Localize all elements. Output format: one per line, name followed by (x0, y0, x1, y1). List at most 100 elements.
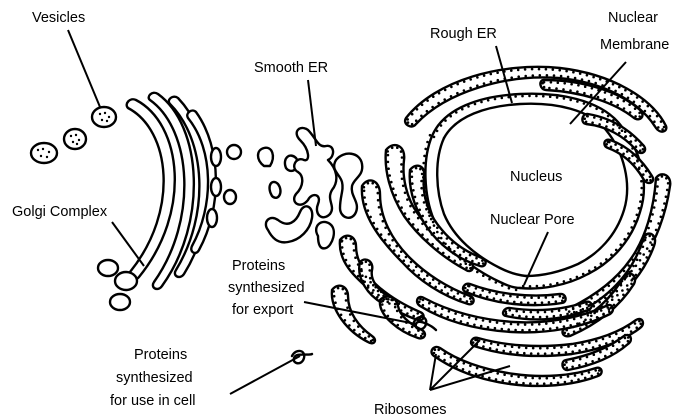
ribosome-dot (594, 266, 597, 269)
ribosome-dot (476, 76, 479, 79)
ribosome-dot (489, 320, 492, 323)
ribosome-dot (487, 99, 490, 102)
ribosome-dot (398, 303, 401, 306)
ribosome-dot (407, 265, 410, 268)
ribosome-dot (606, 303, 609, 306)
ribosome-dot (528, 329, 531, 332)
ribosome-dot (605, 143, 608, 146)
ribosome-dot (453, 260, 456, 263)
ribosome-dot (636, 253, 639, 256)
ribosome-dot (367, 182, 370, 185)
ribosome-dot (353, 320, 356, 323)
ribosome-dot (469, 267, 472, 270)
ribosome-dot (610, 101, 613, 104)
ribosome-dot (633, 162, 636, 165)
ribosome-dot (412, 315, 415, 318)
ribosome-dot (545, 322, 548, 325)
ribosome-dot (441, 232, 444, 235)
ribosome-dot (608, 335, 611, 338)
ribosome-dot (447, 316, 450, 319)
ribosome-dot (585, 303, 588, 306)
ribosome-dot (582, 273, 585, 276)
ribosome-dot (608, 87, 611, 90)
ribosome-dot (638, 112, 641, 115)
ribosome-dot (422, 183, 425, 186)
ribosome-dot (610, 289, 613, 292)
ribosome-dot (466, 300, 469, 303)
ribosome-dot (610, 292, 613, 295)
ribosome-dot (661, 128, 664, 131)
ribosome-dot (511, 314, 514, 317)
ribosome-dot (581, 343, 584, 346)
ribosome-dot (432, 95, 435, 98)
ribosome-dot (620, 284, 623, 287)
ribosome-dot (518, 346, 521, 349)
ribosome-dot (342, 288, 345, 291)
ribosome-dot (565, 70, 568, 73)
ribosome-dot (450, 86, 453, 89)
ribosome-dot (504, 345, 507, 348)
ribosome-dot (436, 227, 439, 230)
ribosome-dot (586, 74, 589, 77)
ribosome-dot (428, 302, 431, 305)
ribosome-dot (596, 316, 599, 319)
ribosome-dot (605, 258, 608, 261)
ribosome-dot (636, 159, 639, 162)
ribosome-dot (623, 100, 626, 103)
ribosome-dot (422, 169, 425, 172)
ribosome-dot (503, 373, 506, 376)
ribosome-dot (368, 269, 371, 272)
ribosome-dot (404, 192, 407, 195)
ribosome-dot (496, 348, 499, 351)
ribosome-dot (508, 380, 511, 383)
ribosome-dot (499, 299, 502, 302)
ribosome-dot (553, 74, 556, 77)
ribosome-dot (348, 264, 351, 267)
ribosome-dot (379, 213, 382, 216)
ribosome-dot (428, 215, 431, 218)
ribosome-dot (545, 296, 548, 299)
ribosome-dot (591, 321, 594, 324)
ribosome-dot (618, 337, 621, 340)
ribosome-dot (421, 215, 424, 218)
ribosome-dot (549, 283, 552, 286)
ribosome-dot (453, 318, 456, 321)
ribosome-dot (613, 304, 616, 307)
ribosome-dot (590, 94, 593, 97)
ribosome-dot (518, 315, 521, 318)
ribosome-dot (469, 78, 472, 81)
ribosome-dot (651, 110, 654, 113)
ribosome-dot (565, 351, 568, 354)
ribosome-dot (573, 330, 576, 333)
ribosome-dot (369, 216, 372, 219)
ribosome-dot (646, 179, 649, 182)
ribosome-dot (409, 205, 412, 208)
ribosome-dot (553, 315, 556, 318)
ribosome-dot (631, 147, 634, 150)
ribosome-dot (438, 282, 441, 285)
ribosome-dot (363, 186, 366, 189)
ribosome-dot (623, 270, 626, 273)
ribosome-dot (566, 319, 569, 322)
ribosome-dot (448, 246, 451, 249)
ribosome-dot (394, 306, 397, 309)
ribosome-dot (586, 307, 589, 310)
ribosome-dot (639, 252, 642, 255)
ribosome-dot (632, 265, 635, 268)
ribosome-dot (494, 327, 497, 330)
ribosome-dot (634, 115, 637, 118)
ribosome-dot (390, 181, 393, 184)
ribosome-dot (532, 316, 535, 319)
ribosome-dot (380, 291, 383, 294)
ribosome-dot (426, 274, 429, 277)
ribosome-dot (638, 207, 641, 210)
ribosome-dot (610, 352, 613, 355)
ribosome-dot (618, 86, 621, 89)
ribosome-dot (638, 105, 641, 108)
ribosome-dot (520, 301, 523, 304)
label-proteins-cell-2: synthesized (116, 370, 193, 386)
ribosome-dot (482, 274, 485, 277)
ribosome-dot (345, 237, 348, 240)
ribosome-dot (648, 250, 651, 253)
ribosome-dot (510, 69, 513, 72)
